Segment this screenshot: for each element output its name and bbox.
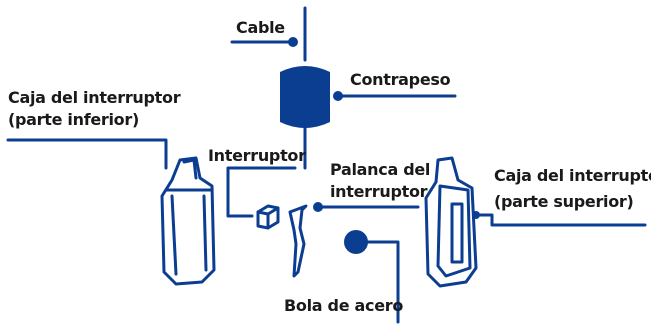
label-interruptor: Interruptor [208,146,306,165]
switch-box-upper [424,156,478,288]
label-cable: Cable [236,18,285,37]
label-caja-superior-1: Caja del interruptor [494,166,651,185]
label-bola: Bola de acero [284,296,404,315]
switch-cube [256,204,280,230]
counterweight [280,66,343,128]
label-palanca-1: Palanca del [330,160,431,179]
switch-box-lower [160,156,216,286]
leader-bola [366,240,400,324]
label-palanca-2: interruptor [330,182,428,201]
label-caja-superior-2: (parte superior) [494,192,634,211]
label-caja-inferior-2: (parte inferior) [8,110,139,129]
leader-interruptor [226,166,297,218]
leader-caja-inferior [6,138,168,170]
label-caja-inferior-1: Caja del interruptor [8,88,181,107]
label-contrapeso: Contrapeso [350,70,451,89]
steel-ball [344,230,368,254]
leader-caja-superior [474,213,647,227]
switch-lever [288,204,308,278]
